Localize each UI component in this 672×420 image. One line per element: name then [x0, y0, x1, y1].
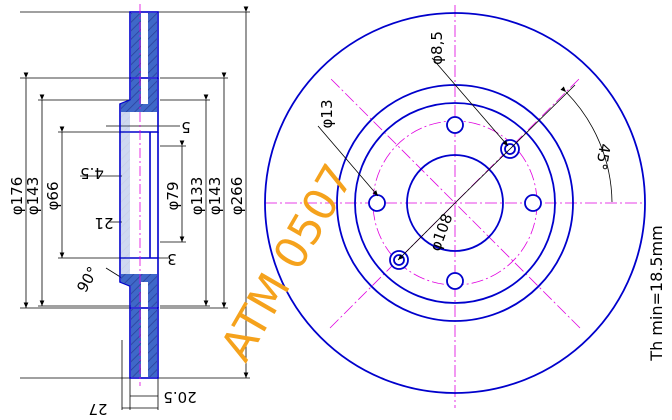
disc-section-outline: [119, 11, 159, 379]
locating-hole-lower-inner: [393, 254, 405, 266]
dim-width-20-5: 20.5: [163, 388, 196, 406]
thickness-note: Th min=18.5mm: [647, 225, 666, 361]
bolt-hole-bottom: [446, 272, 464, 290]
dim-depth-4-5: 4.5: [80, 164, 104, 182]
dim-d66: φ66: [44, 182, 62, 211]
section-view: φ176 φ143 φ66 φ79 φ133 φ143 φ266 5 4.5 2…: [8, 4, 250, 418]
dim-d143-left: φ143: [24, 177, 42, 216]
dim-width-27: 27: [88, 400, 107, 418]
dim-d133: φ133: [188, 177, 206, 216]
dim-d176: φ176: [8, 177, 26, 216]
front-view: φ8,5 φ13 φ108 45° Th min=18.5mm: [264, 5, 666, 408]
dim-d143-right: φ143: [206, 177, 224, 216]
bolt-hole-left: [368, 194, 386, 212]
dim-d79: φ79: [164, 182, 182, 211]
section-hatch: [121, 13, 157, 377]
dim-hole-13: φ13: [318, 100, 336, 129]
bolt-hole-right: [524, 194, 542, 212]
dim-depth-3: 3: [167, 250, 177, 268]
dim-angle-45: 45°: [592, 142, 614, 171]
dim-depth-5: 5: [181, 118, 191, 136]
front-leaders: [317, 57, 613, 261]
dim-pcd-108: φ108: [426, 211, 456, 253]
dim-angle-90: 90°: [73, 263, 102, 295]
bolt-hole-top: [446, 116, 464, 134]
section-dimension-lines: [23, 6, 249, 410]
dim-hole-8-5: φ8,5: [428, 31, 446, 65]
dim-depth-21: 21: [94, 214, 113, 232]
dim-d266: φ266: [228, 177, 246, 216]
